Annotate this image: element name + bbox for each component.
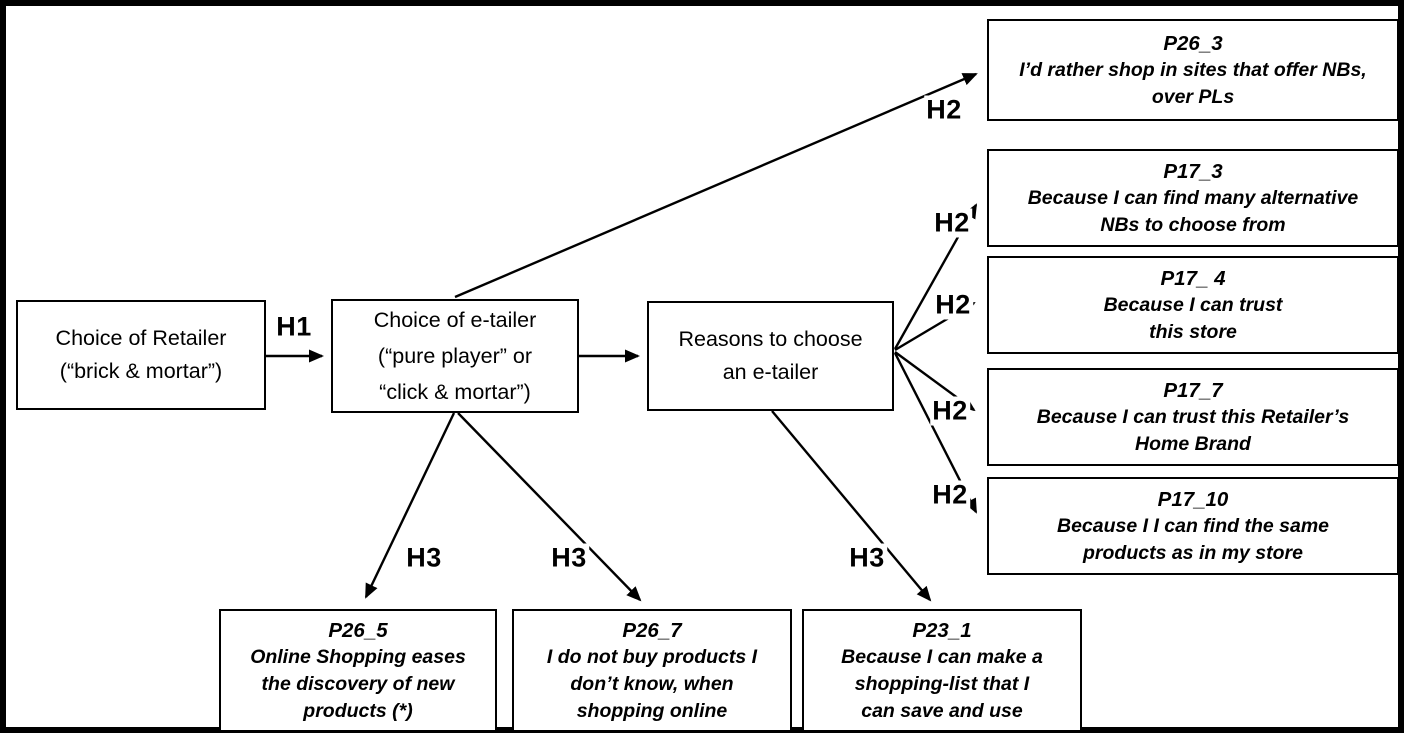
node-text-line: Choice of Retailer bbox=[55, 326, 227, 350]
edge-label-h1: H1 bbox=[274, 311, 314, 342]
node-text-line: “click & mortar”) bbox=[379, 380, 531, 404]
node-p17-10: P17_10 Because I I can find the same pro… bbox=[987, 477, 1399, 575]
node-text-line: Because I can trust this Retailer’s bbox=[1036, 405, 1350, 428]
node-text-line: Online Shopping eases bbox=[250, 645, 466, 668]
node-text-line: Because I can find many alternative bbox=[1027, 186, 1359, 209]
node-text-line: products as in my store bbox=[1083, 541, 1303, 564]
node-p26-7: P26_7 I do not buy products I don’t know… bbox=[512, 609, 792, 732]
node-code: P17_10 bbox=[1157, 487, 1229, 511]
node-text-line: can save and use bbox=[861, 699, 1023, 722]
node-text-line: NBs to choose from bbox=[1100, 213, 1286, 236]
edge-h2-etailer-to-p26-3 bbox=[454, 72, 978, 299]
node-text-line: (“brick & mortar”) bbox=[59, 359, 223, 383]
node-reasons-to-choose-etailer: Reasons to choose an e-tailer bbox=[647, 301, 894, 411]
node-text-line: an e-tailer bbox=[722, 360, 819, 384]
node-text-line: the discovery of new bbox=[261, 672, 455, 695]
node-p17-7: P17_7 Because I can trust this Retailer’… bbox=[987, 368, 1399, 466]
node-text-line: Home Brand bbox=[1135, 432, 1251, 455]
edge-label-h2-p17-7: H2 bbox=[930, 395, 970, 426]
node-text-line: Because I can trust bbox=[1103, 293, 1283, 316]
node-text-line: Reasons to choose bbox=[678, 327, 863, 351]
edge-label-h3-p26-7: H3 bbox=[549, 542, 589, 573]
node-p23-1: P23_1 Because I can make a shopping-list… bbox=[802, 609, 1082, 732]
node-text-line: shopping-list that I bbox=[854, 672, 1030, 695]
node-choice-of-etailer: Choice of e-tailer (“pure player” or “cl… bbox=[331, 299, 579, 413]
node-choice-of-retailer: Choice of Retailer (“brick & mortar”) bbox=[16, 300, 266, 410]
node-text-line: I do not buy products I bbox=[546, 645, 758, 668]
node-text-line: products (*) bbox=[303, 699, 413, 722]
edge-label-h2-p17-10: H2 bbox=[930, 479, 970, 510]
node-text-line: shopping online bbox=[576, 699, 728, 722]
edge-label-h3-p23-1: H3 bbox=[847, 542, 887, 573]
node-text-line: Because I can make a bbox=[841, 645, 1043, 668]
node-p26-3: P26_3 I’d rather shop in sites that offe… bbox=[987, 19, 1399, 121]
edge-label-h2-p26-3: H2 bbox=[924, 94, 964, 125]
edge-label-h2-p17-4: H2 bbox=[933, 289, 973, 320]
edge-label-h3-p26-5: H3 bbox=[404, 542, 444, 573]
node-text-line: I’d rather shop in sites that offer NBs, bbox=[1019, 58, 1367, 81]
node-code: P26_7 bbox=[622, 618, 682, 642]
node-text-line: Choice of e-tailer bbox=[373, 308, 537, 332]
edge-label-h2-p17-3: H2 bbox=[932, 207, 972, 238]
node-p26-5: P26_5 Online Shopping eases the discover… bbox=[219, 609, 497, 732]
node-code: P17_3 bbox=[1163, 159, 1223, 183]
node-p17-4: P17_ 4 Because I can trust this store bbox=[987, 256, 1399, 354]
node-p17-3: P17_3 Because I can find many alternativ… bbox=[987, 149, 1399, 247]
node-code: P23_1 bbox=[912, 618, 972, 642]
node-text-line: over PLs bbox=[1151, 85, 1235, 108]
node-text-line: Because I I can find the same bbox=[1056, 514, 1330, 537]
node-text-line: (“pure player” or bbox=[377, 344, 533, 368]
node-code: P26_5 bbox=[328, 618, 388, 642]
node-text-line: don’t know, when bbox=[570, 672, 734, 695]
node-code: P17_7 bbox=[1163, 378, 1223, 402]
node-code: P26_3 bbox=[1163, 31, 1223, 55]
node-code: P17_ 4 bbox=[1160, 266, 1226, 290]
node-text-line: this store bbox=[1149, 320, 1237, 343]
